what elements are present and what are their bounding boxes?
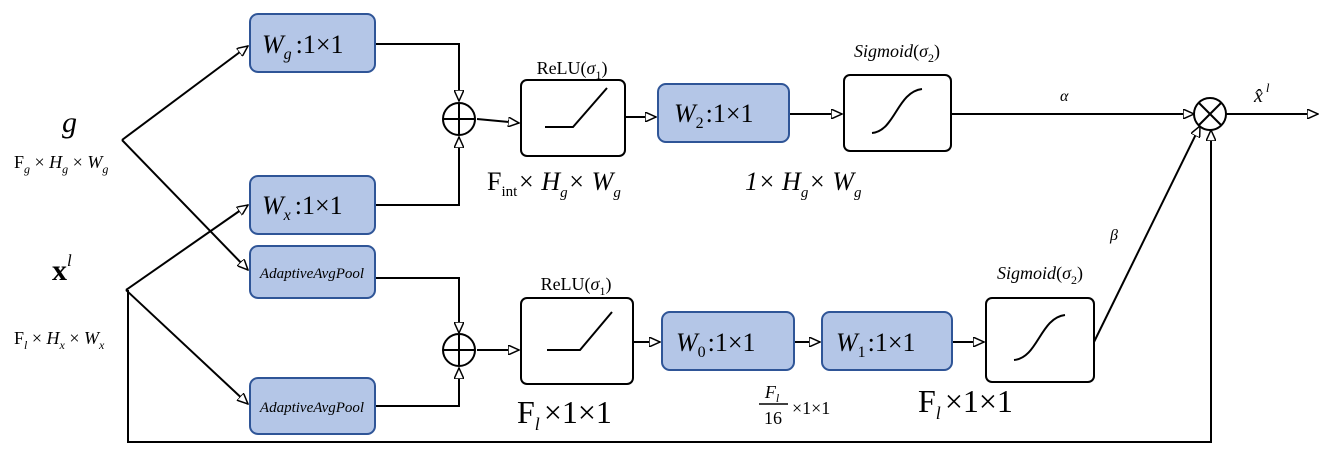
svg-text:Fg × Hg × Wg: Fg × Hg × Wg [14, 152, 108, 176]
dim-fl-1-1-right: Fl×1×1 [918, 383, 1013, 423]
svg-text:W0:1×1: W0:1×1 [676, 328, 756, 361]
block-relu-bottom: ReLU(σ1) [520, 274, 634, 385]
svg-text:AdaptiveAvgPool: AdaptiveAvgPool [259, 266, 364, 282]
block-wg: Wg:1×1 [249, 13, 376, 73]
block-w1: W1:1×1 [821, 311, 953, 371]
block-w0: W0:1×1 [661, 311, 795, 371]
input-x-shape: Fl × Hx × Wx [14, 328, 105, 352]
svg-text:1× Hg× Wg: 1× Hg× Wg [745, 167, 862, 201]
svg-text:Wx:1×1: Wx:1×1 [262, 191, 343, 224]
relu-curve-icon [545, 87, 608, 128]
edge-g-to-pool-top [121, 139, 248, 270]
svg-text:×1×1: ×1×1 [792, 398, 830, 418]
svg-text:xl: xl [52, 251, 72, 287]
svg-text:Fl×1×1: Fl×1×1 [517, 394, 612, 434]
edge-beta [1093, 126, 1201, 343]
svg-text:Sigmoid(σ2): Sigmoid(σ2) [997, 263, 1083, 287]
edge-x-skip [127, 130, 1211, 443]
input-g-shape: Fg × Hg × Wg [14, 152, 108, 176]
edge-pool-top-to-add [375, 277, 459, 333]
svg-text:AdaptiveAvgPool: AdaptiveAvgPool [259, 400, 364, 416]
input-g: g [62, 106, 77, 139]
multiplier [1193, 97, 1227, 131]
connections [121, 43, 1318, 443]
input-g-label: g [62, 106, 77, 139]
beta-label: β [1109, 227, 1118, 244]
g-shape-F: F [14, 152, 24, 172]
svg-text:16: 16 [764, 408, 782, 428]
edge-pool-bottom-to-add [375, 368, 459, 407]
svg-text:ReLU(σ1): ReLU(σ1) [541, 274, 612, 298]
block-wx: Wx:1×1 [249, 175, 376, 235]
block-sigmoid-bottom: Sigmoid(σ2) [985, 263, 1095, 383]
svg-text:Fl: Fl [764, 382, 780, 405]
block-w2: W2:1×1 [657, 83, 790, 143]
sigmoid-curve-icon [871, 88, 923, 134]
dim-1-hg-wg: 1× Hg× Wg [745, 167, 862, 201]
block-relu-top: ReLU(σ1) [520, 58, 626, 157]
block-pool-bottom: AdaptiveAvgPool [249, 377, 376, 435]
svg-text:Wg:1×1: Wg:1×1 [262, 30, 344, 63]
block-pool-top: AdaptiveAvgPool [249, 245, 376, 299]
edge-wg-to-add-top [375, 43, 459, 101]
input-x: xl [52, 251, 72, 287]
svg-text:W1:1×1: W1:1×1 [836, 328, 916, 361]
svg-text:W2:1×1: W2:1×1 [674, 99, 754, 132]
output-label: x̂l [1253, 80, 1270, 107]
input-x-label: x [52, 254, 67, 287]
sigmoid-curve-icon [1013, 314, 1066, 361]
svg-text:Fl×1×1: Fl×1×1 [918, 383, 1013, 423]
dim-fl-1-1-left: Fl×1×1 [517, 394, 612, 434]
svg-text:x̂l: x̂l [1253, 80, 1270, 107]
edge-add-to-relu-top [476, 119, 519, 123]
edge-x-to-wx [125, 205, 248, 291]
svg-text:Sigmoid(σ2): Sigmoid(σ2) [854, 41, 940, 65]
edge-x-to-pool-bottom [125, 289, 248, 404]
dim-fint: Fint× Hg× Wg [487, 167, 621, 201]
svg-text:Fl × Hx × Wx: Fl × Hx × Wx [14, 328, 105, 352]
dim-fl-16: Fl 16 ×1×1 [759, 382, 830, 428]
edge-g-to-wg [121, 46, 248, 141]
edge-wx-to-add-top [375, 137, 459, 206]
svg-text:Fint× Hg× Wg: Fint× Hg× Wg [487, 167, 621, 201]
alpha-label: α [1060, 88, 1069, 105]
block-sigmoid-top: Sigmoid(σ2) [843, 41, 952, 152]
relu-curve-icon [547, 311, 613, 351]
adder-top [442, 102, 476, 136]
adder-bottom [442, 333, 476, 367]
svg-text:ReLU(σ1): ReLU(σ1) [537, 58, 608, 82]
